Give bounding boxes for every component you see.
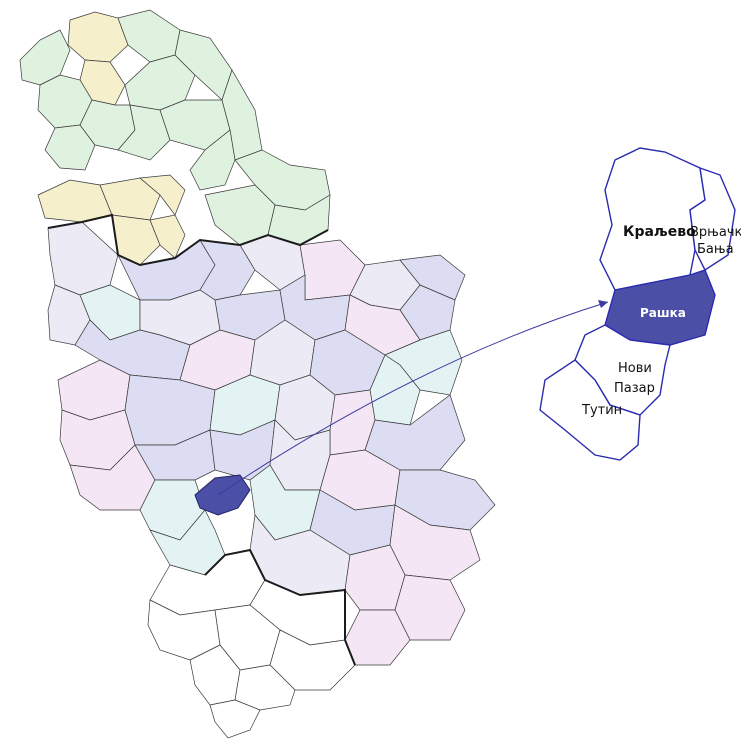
region-south-white xyxy=(147,549,356,739)
municipality xyxy=(399,254,466,301)
municipality xyxy=(139,174,186,216)
inset-label-vrnjacka-1: Врњачка xyxy=(690,225,741,240)
border-south xyxy=(204,548,356,666)
inset-map: Краљево Врњачка Бања Рашка Нови Пазар Ту… xyxy=(539,147,741,461)
municipality xyxy=(47,221,119,296)
connector-line xyxy=(217,301,609,496)
municipality xyxy=(99,177,161,221)
inset-label-raska: Рашка xyxy=(640,306,686,320)
municipality xyxy=(67,11,129,63)
connector-arrowhead xyxy=(598,300,608,308)
inset-label-vrnjacka-2: Бања xyxy=(697,242,734,257)
border-vojvodina xyxy=(47,213,329,267)
highlighted-municipality xyxy=(194,474,251,516)
inset-label-tutin: Тутин xyxy=(581,403,622,418)
municipality xyxy=(209,699,261,739)
inset-label-novi-1: Нови xyxy=(618,361,652,376)
region-vojvodina xyxy=(19,9,331,266)
municipality xyxy=(189,129,236,191)
municipality xyxy=(117,9,181,63)
inset-label-novi-2: Пазар xyxy=(614,381,655,396)
inset-municipality-kraljevo xyxy=(599,147,706,291)
municipality xyxy=(149,214,186,259)
inset-label-kraljevo: Краљево xyxy=(623,224,696,240)
inset-municipality-tutin xyxy=(539,359,641,461)
municipality xyxy=(19,29,71,86)
